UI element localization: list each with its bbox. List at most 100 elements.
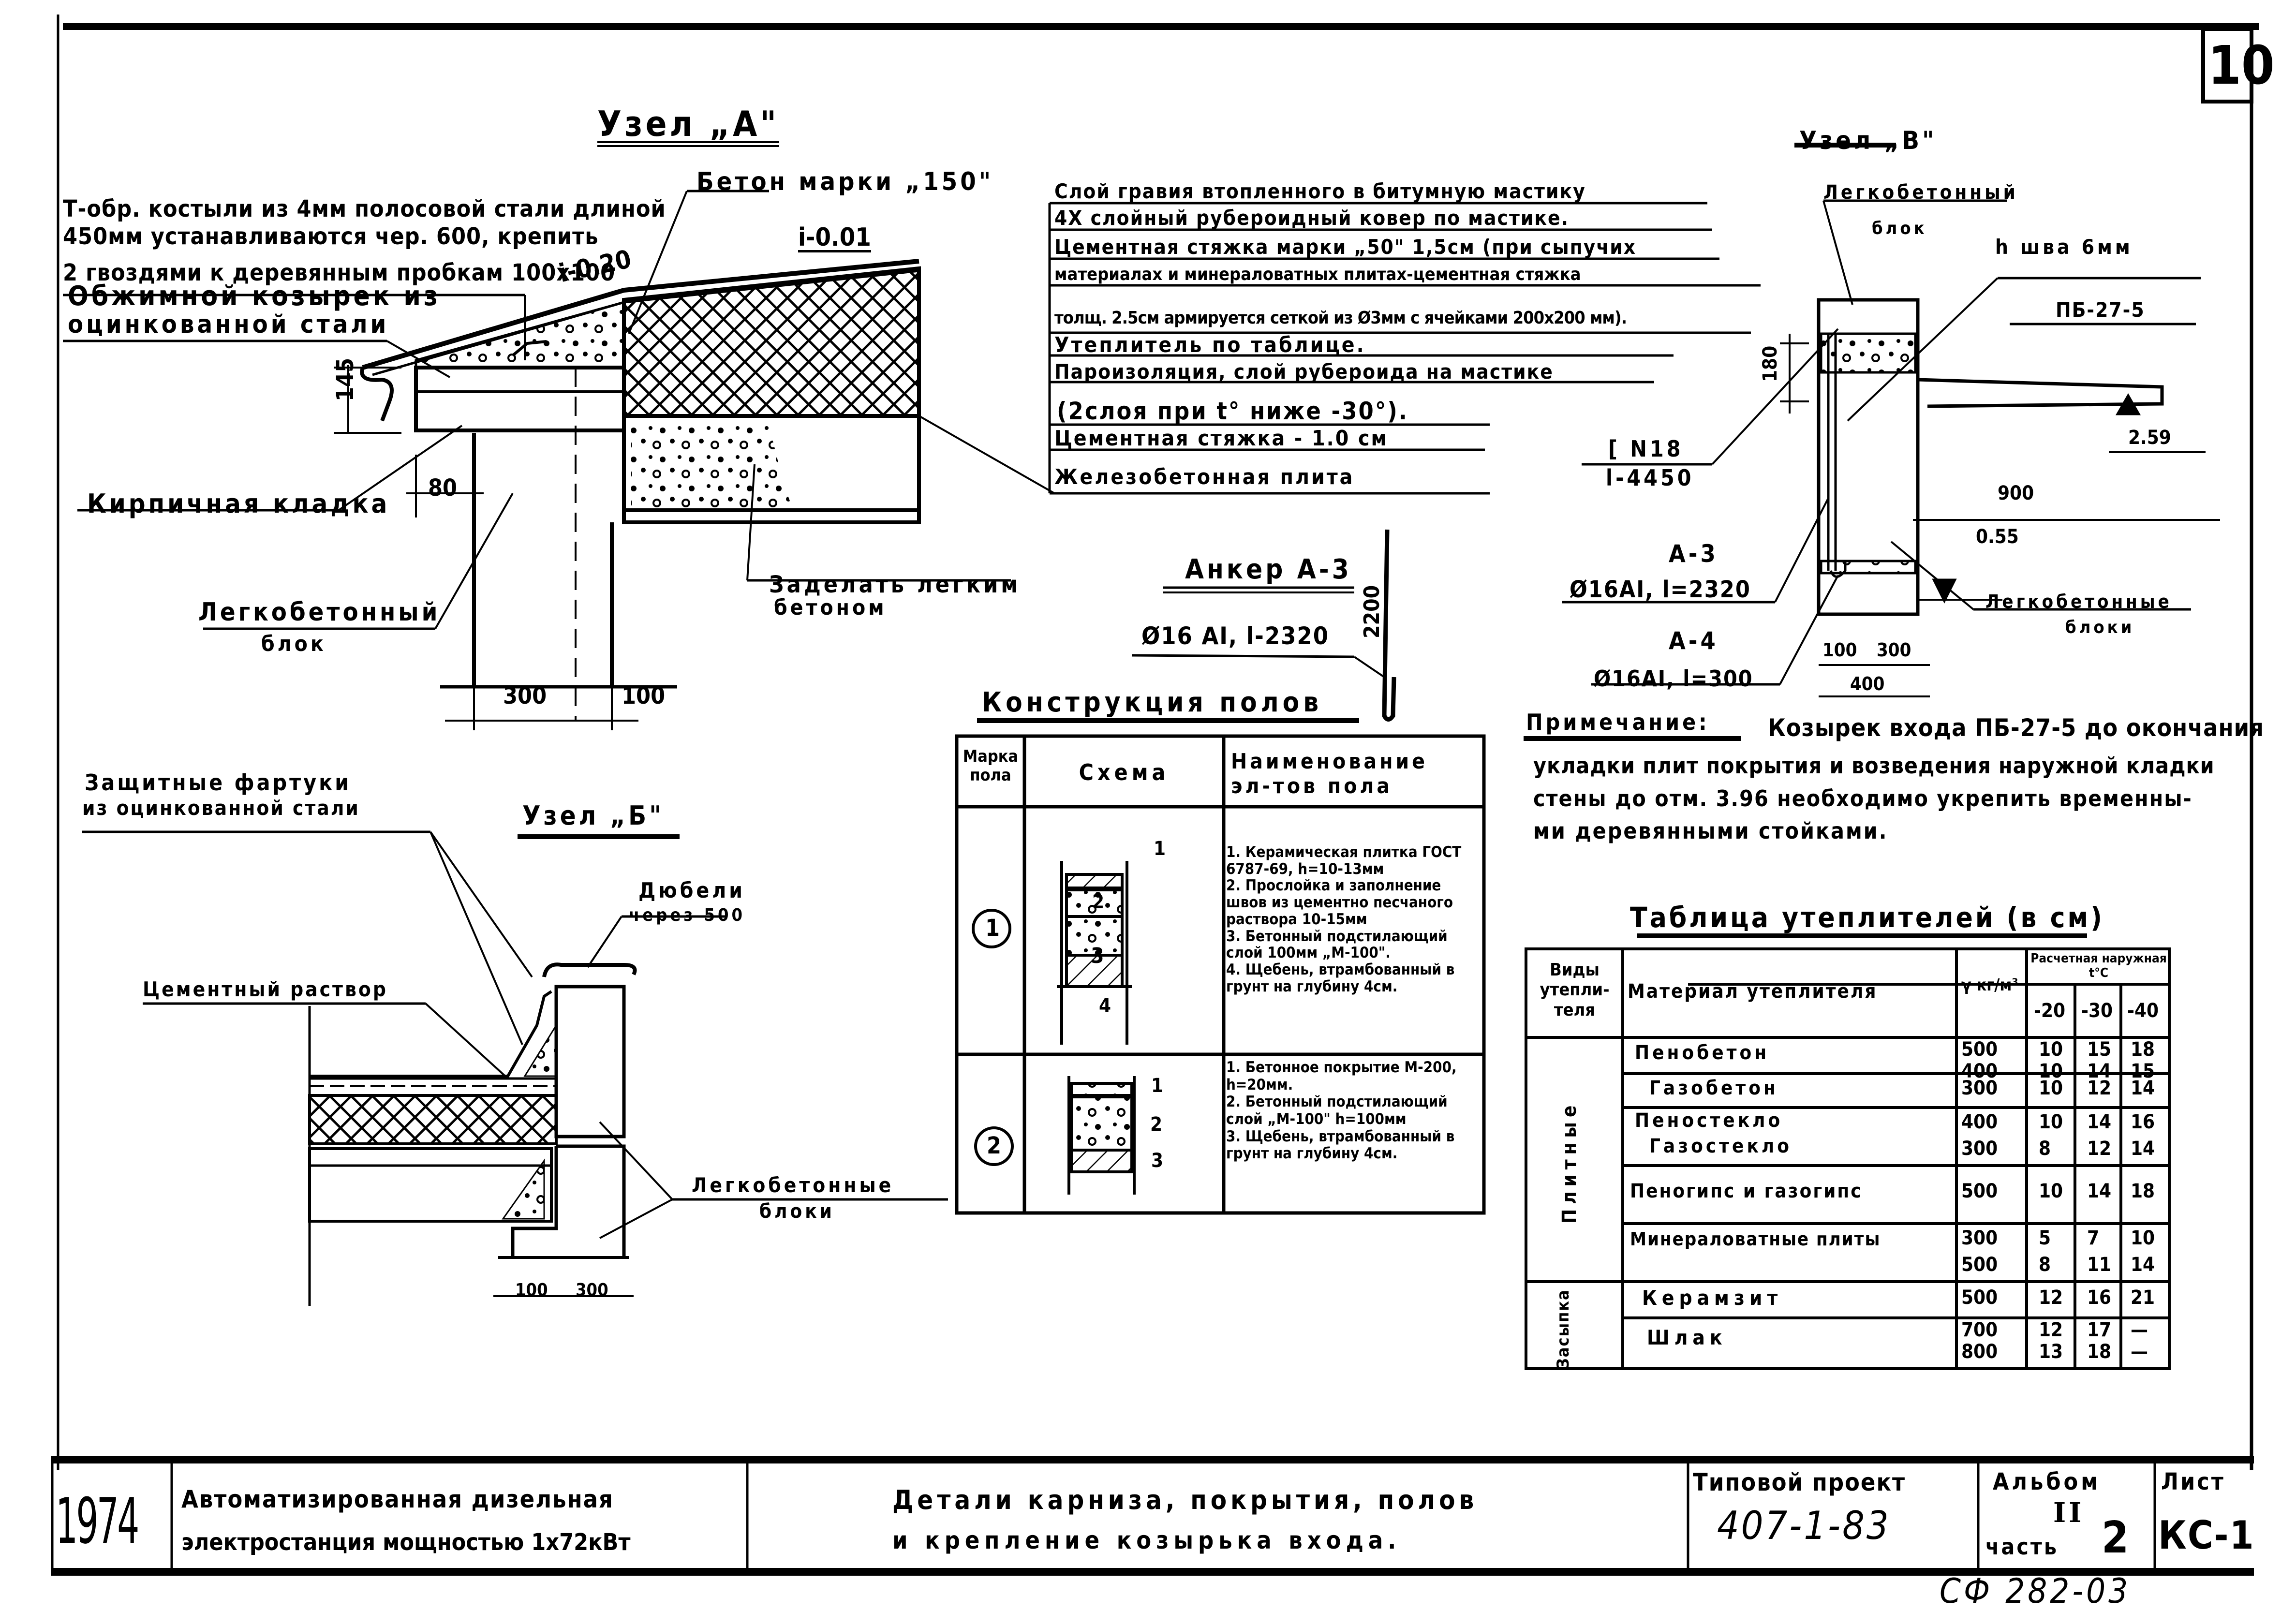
ins-header-density: γ кг/м³ [1961,975,2018,995]
roof-layer: Цементная стяжка марки „50" 1,5см (при с… [1054,235,1637,259]
anchor-title: Анкер А-3 [1185,554,1352,585]
sheet-number: 10 [2208,34,2275,96]
node-a-dim-145: 145 [332,357,359,401]
ins-header-temp: -20 [2034,1000,2066,1022]
node-b-aprons-2: из оцинкованной стали [82,796,360,820]
ins-density-value: 500 [1961,1180,1998,1202]
node-a-visor-line1: Обжимной козырек из [68,281,441,312]
node-v-slab: ПБ-27-5 [2056,298,2145,322]
floor2-element: 2. Бетонный подстилающий слой „М-100" h=… [1226,1093,1448,1128]
title-part-value: 2 [2102,1512,2129,1563]
node-v-level-259: 2.59 [2128,427,2171,449]
roof-layer: Пароизоляция, слой рубероида на мастике [1054,360,1554,384]
title-typical-label: Типовой проект [1693,1468,1906,1496]
ins-thickness-value: 18 [2087,1341,2112,1363]
ins-header-material: Материал утеплителя [1628,980,1878,1003]
roof-layer: толщ. 2.5см армируется сеткой из Ø3мм с … [1054,308,1627,328]
node-v-blocks-1: Легкобетонные [1985,591,2172,612]
ins-thickness-value: 8 [2039,1254,2051,1276]
insulation-table-lines [1525,933,2171,1370]
floors-header-mark: Марка пола [963,747,1019,785]
ins-thickness-value: 7 [2087,1227,2100,1249]
ins-density-value: 400 [1961,1060,1998,1082]
ins-thickness-value: 11 [2087,1254,2112,1276]
floor-mark-1: 1 [985,915,1000,942]
node-a-block-label-2: блок [261,632,326,656]
node-v-block-2: блок [1872,219,1927,238]
node-v-blocks-2: блоки [2065,618,2135,637]
ins-group-fill: Засыпка [1554,1289,1573,1369]
roof-layer: (2слоя при t° ниже -30°). [1057,397,1408,425]
title-album-value: II [2053,1497,2085,1529]
title-drawing-2: и крепление козырька входа. [892,1526,1401,1554]
ins-material: Шлак [1647,1326,1727,1349]
node-b-blocks-2: блоки [759,1200,835,1223]
ins-thickness-value: 10 [2039,1077,2063,1099]
node-a-dim-300: 300 [503,682,547,709]
node-a-brick-label: Кирпичная кладка [87,488,390,519]
anchor-spec: Ø16 AI, l-2320 [1141,622,1330,650]
node-a-block-label-1: Легкобетонный [198,598,441,627]
ins-thickness-value: — [2131,1319,2148,1341]
node-v-level-055: 0.55 [1976,526,2019,548]
title-project-1: Автоматизированная дизельная [181,1485,614,1513]
note-label: Примечание: [1526,709,1710,735]
ins-density-value: 800 [1961,1341,1998,1363]
ins-header-temp-group: Расчетная наружная t°C [2030,951,2167,980]
node-v-block-1: Легкобетонный [1823,181,2018,204]
roof-layer: Железобетонная плита [1054,465,1355,489]
anchor-dim: 2200 [1360,585,1384,638]
ins-material: Пеногипс и газогипс [1630,1180,1863,1202]
floor1-layer-num: 1 [1154,838,1166,860]
ins-density-value: 700 [1961,1319,1998,1341]
ins-material: Пеностекло [1635,1109,1783,1132]
floor1-element: 3. Бетонный подстилающий слой 100мм „М-1… [1226,927,1448,962]
node-b-dim-100: 100 [515,1280,548,1300]
node-v-seam: h шва 6мм [1995,235,2133,259]
floor-mark-2: 2 [987,1132,1002,1159]
ins-thickness-value: 10 [2131,1227,2155,1249]
note-line3: стены до отм. 3.96 необходимо укрепить в… [1533,785,2192,812]
roof-layer: 4Х слойный рубероидный ковер по мастике. [1054,206,1569,230]
ins-group-slabs: Плитные [1558,1100,1581,1224]
title-album-label: Альбом [1993,1468,2101,1495]
ins-material: Пенобетон [1635,1042,1770,1064]
note-line4: ми деревянными стойками. [1533,818,1888,844]
ins-thickness-value: 10 [2039,1111,2063,1133]
title-project-2: электростанция мощностью 1х72кВт [181,1529,631,1556]
node-a-note-line3: 2 гвоздями к деревянным пробкам 100х100 [63,259,616,286]
ins-thickness-value: 14 [2087,1111,2112,1133]
floor2-layer-num: 1 [1151,1075,1164,1097]
node-v-channel-1: [ N18 [1608,436,1684,462]
ins-thickness-value: — [2131,1341,2148,1363]
title-year: 1974 [56,1484,139,1558]
ins-thickness-value: 8 [2039,1138,2051,1160]
ins-thickness-value: 14 [2087,1060,2112,1082]
ins-thickness-value: 10 [2039,1060,2063,1082]
ins-thickness-value: 10 [2039,1180,2063,1202]
sheet-frame [57,15,2259,1470]
floor-scheme-2 [1067,1076,1136,1195]
title-sheet-label: Лист [2161,1468,2225,1495]
ins-thickness-value: 12 [2087,1077,2112,1099]
ins-header-type: Виды утепли-теля [1540,960,1610,1020]
floors-table-lines [955,718,1486,1215]
node-v-dim-180: 180 [1759,345,1781,382]
node-v-dim-100: 100 [1822,639,1857,661]
ins-thickness-value: 12 [2039,1286,2063,1309]
ins-material: Минераловатные плиты [1630,1228,1881,1250]
ins-density-value: 400 [1961,1111,1998,1133]
floor2-element: 3. Щебень, втрамбованный в грунт на глуб… [1226,1127,1455,1163]
ins-thickness-value: 14 [2131,1138,2155,1160]
ins-density-value: 500 [1961,1038,1998,1061]
floor2-elements: 1. Бетонное покрытие М-200, h=20мм. 2. Б… [1226,1059,1480,1163]
node-b-dowels-1: Дюбели [638,878,745,903]
ins-thickness-value: 17 [2087,1319,2112,1341]
insulation-table-title: Таблица утеплителей (в см) [1630,901,2105,934]
floor1-layer-num: 2 [1092,891,1105,913]
floor1-element: 4. Щебень, втрамбованный в грунт на глуб… [1226,961,1455,995]
archive-number: СФ 282-03 [1940,1571,2131,1611]
title-part-label: часть [1985,1534,2059,1560]
node-b-aprons-1: Защитные фартуки [85,769,352,796]
